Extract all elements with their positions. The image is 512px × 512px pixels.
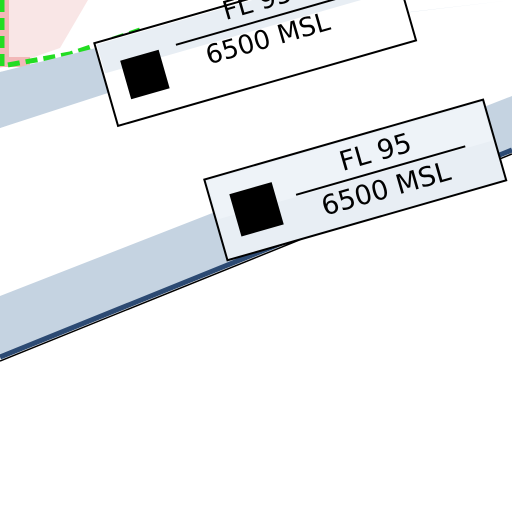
altitude-divider: [175, 0, 354, 46]
airspace-label-tint: [96, 0, 400, 74]
class-badge: [120, 49, 170, 100]
airspace-label-box: [93, 0, 418, 128]
airspace-label-tint: [206, 102, 493, 220]
class-badge-letter: C: [134, 63, 156, 91]
airspace-label-1[interactable]: C FL 95 6500 MSL: [92, 0, 418, 128]
class-badge: [229, 182, 284, 237]
altitude-divider: [295, 145, 466, 196]
